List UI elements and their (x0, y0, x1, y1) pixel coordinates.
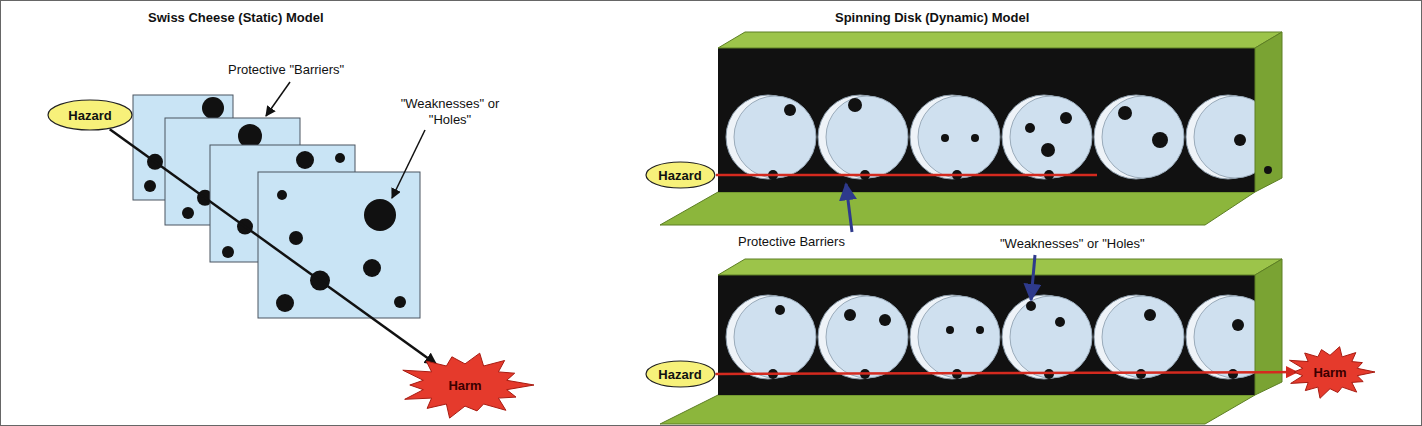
panel-heading: Swiss Cheese (Static) Model (148, 10, 324, 26)
callout-label: "Weaknesses" or "Holes" (398, 96, 502, 127)
spinning-disk (910, 95, 1000, 180)
hazard-ellipse: Hazard (645, 360, 716, 388)
hazard-trajectory (715, 372, 1296, 374)
hole (394, 296, 406, 308)
node-text: Hazard (658, 168, 701, 183)
hole (296, 151, 314, 169)
node-text: Hazard (68, 108, 111, 123)
barrier-squares (133, 95, 420, 318)
callout-label: Protective "Barriers" (228, 62, 344, 78)
hole (364, 199, 396, 231)
hole (202, 97, 224, 119)
spinning-disk (1094, 95, 1184, 179)
disk-trough (660, 259, 1282, 424)
leader-arrow (392, 130, 425, 198)
spinning-disk (818, 295, 908, 379)
harm-starburst: Harm (395, 350, 535, 420)
spinning-disk (1186, 95, 1255, 179)
hole (276, 294, 294, 312)
spinning-disk (726, 295, 816, 379)
disk-trough (660, 32, 1282, 225)
hole (335, 153, 345, 163)
harm-starburst: Harm (1284, 344, 1376, 400)
callout-label: "Weaknesses" or "Holes" (1000, 236, 1145, 252)
node-text: Harm (1313, 365, 1346, 380)
blocked-path (716, 174, 1097, 177)
hole (277, 190, 287, 200)
hazard-ellipse: Hazard (645, 161, 716, 189)
hazard-trajectory (110, 129, 437, 364)
spinning-disk (1094, 295, 1184, 379)
spinning-disk (1186, 295, 1255, 379)
hole (238, 124, 262, 148)
spinning-disk (818, 95, 908, 180)
hole (144, 180, 156, 192)
hazard-ellipse: Hazard (47, 99, 133, 131)
spinning-disk (910, 295, 1000, 379)
node-text: Hazard (658, 367, 701, 382)
hole (363, 259, 381, 277)
hole (289, 231, 303, 245)
hole (222, 246, 234, 258)
leader-arrow (266, 82, 290, 116)
spinning-disk (726, 95, 816, 180)
node-text: Harm (448, 378, 481, 393)
callout-label: Protective Barriers (738, 234, 845, 250)
leader-arrow (846, 184, 852, 232)
spinning-disk (1002, 95, 1092, 180)
panel-heading: Spinning Disk (Dynamic) Model (835, 10, 1029, 26)
leader-arrow (1031, 255, 1035, 300)
hole (182, 207, 194, 219)
barrier-square (258, 172, 420, 318)
spinning-disk (1002, 295, 1092, 379)
